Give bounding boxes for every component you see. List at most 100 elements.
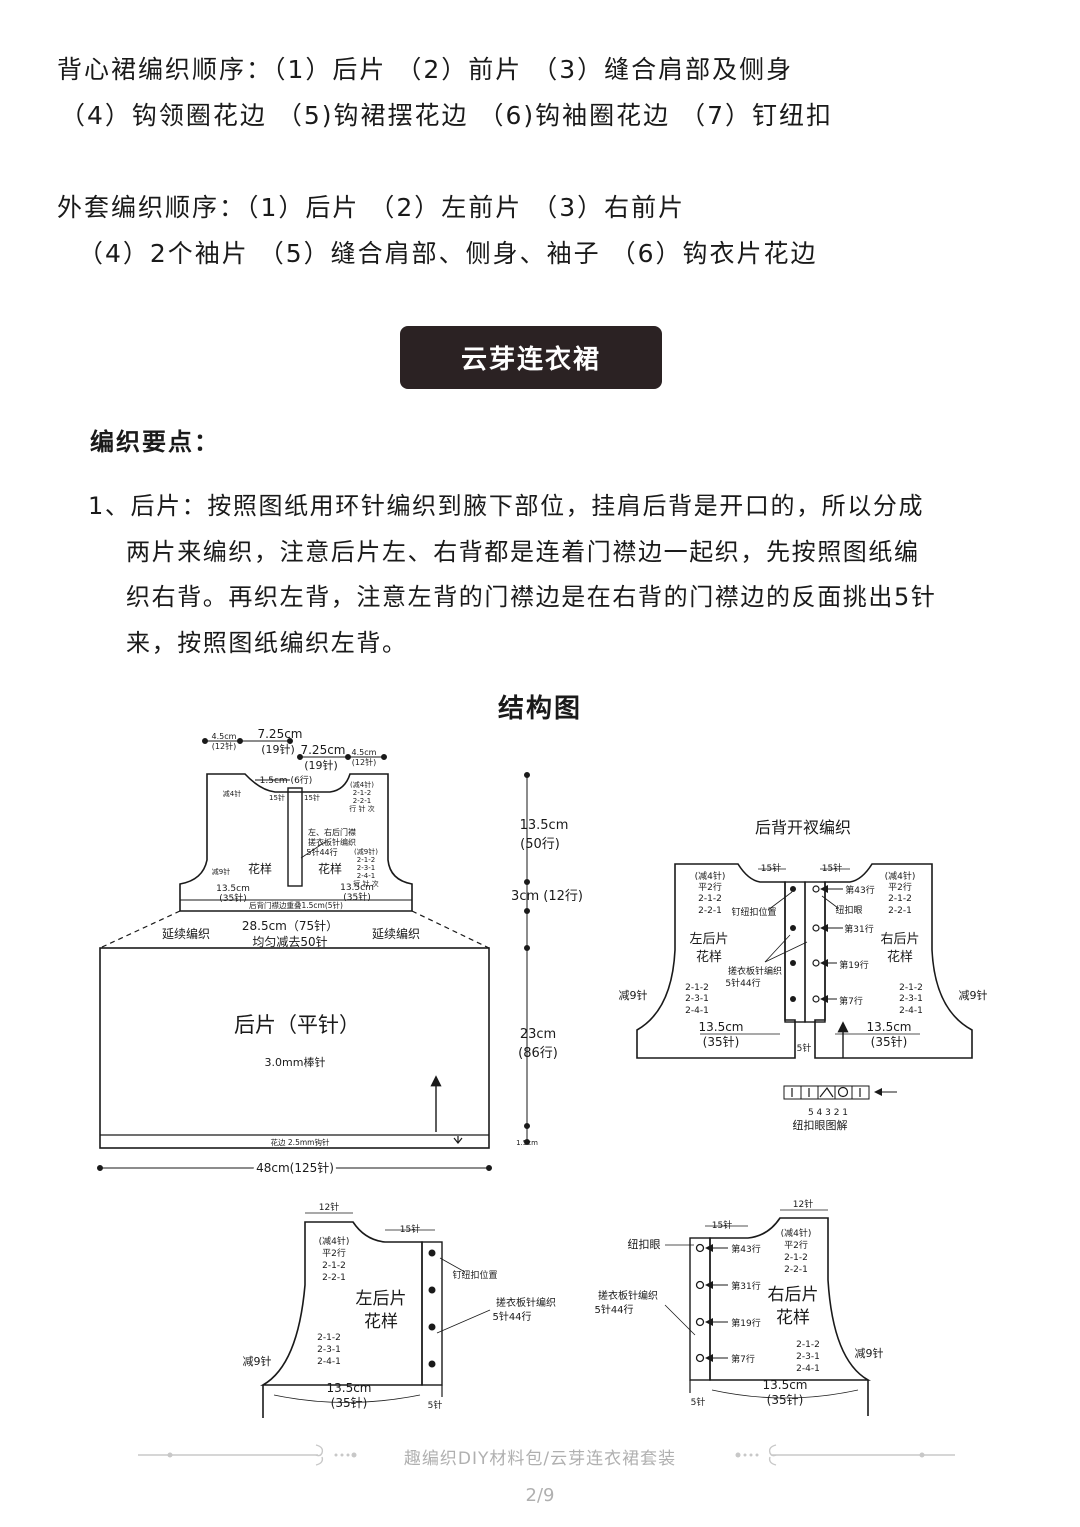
- points-paragraph: 1、后片：按照图纸用环针编织到腋下部位，挂肩后背是开口的，所以分成 两片来编织，…: [88, 484, 1018, 666]
- dec-label: (减4针): [319, 1235, 350, 1247]
- stitch-label: 15针: [400, 1223, 420, 1235]
- piece-name: 左后片: [689, 932, 728, 947]
- dec-label: 减9针: [619, 988, 648, 1002]
- dim-label: 7.25cm: [257, 727, 302, 741]
- dec-label: 行 针 次: [353, 879, 378, 888]
- footer-text: 趣编织DIY材料包/云芽连衣裙套装: [403, 1449, 677, 1469]
- legend-numbers: 5 4 3 2 1: [808, 1108, 848, 1118]
- garter-label: 5针44行: [725, 977, 760, 989]
- dec-label: 2-3-1: [357, 864, 375, 872]
- dec-label: 2-3-1: [317, 1345, 341, 1355]
- dec-label: 2-2-1: [784, 1265, 808, 1275]
- width-label: 28.5cm（75针）: [242, 918, 338, 933]
- dec-label: 2-1-2: [899, 983, 923, 993]
- main-diagram-labels: 4.5cm (12针) 7.25cm (19针) 7.25cm (19针) 4.…: [162, 727, 583, 1178]
- footer-ornament-left: [138, 1444, 357, 1466]
- dec-label: 2-2-1: [353, 797, 371, 805]
- dec-label: 2-1-2: [784, 1253, 808, 1263]
- body-title: 后片（平针）: [234, 1013, 360, 1037]
- dec-label: 2-3-1: [899, 994, 923, 1004]
- garter-label: 搓衣板针编织: [728, 965, 782, 977]
- dec-label: 2-1-2: [317, 1333, 341, 1343]
- dim-label: (12针): [212, 741, 236, 751]
- dec-label: 2-3-1: [685, 994, 709, 1004]
- legend-label: 纽扣眼图解: [793, 1118, 848, 1132]
- dim-label: 7.25cm: [300, 743, 345, 757]
- left-back-labels: 12针 15针 (减4针) 平2行 2-1-2 2-2-1 钉纽扣位置 左后片 …: [243, 1201, 557, 1411]
- row-label: 第31行: [844, 923, 873, 935]
- dim-label: (12针): [352, 757, 376, 767]
- dec-label: 2-2-1: [322, 1273, 346, 1283]
- dim-label: (35针): [343, 891, 370, 903]
- dim-label: 13.5cm: [340, 883, 374, 893]
- dim-label: 13.5cm: [762, 1378, 807, 1392]
- eyelet-label: 纽扣眼: [835, 904, 862, 916]
- overlap-note: 后背门襟边重叠1.5cm(5针): [249, 900, 343, 910]
- dec-label: 减9针: [959, 988, 988, 1002]
- coat-order-line-1: 外套编织顺序：（1）后片 （2）左前片 （3）右前片: [57, 193, 686, 222]
- points-heading: 编织要点：: [90, 428, 220, 456]
- stitch-label: 15针: [712, 1219, 732, 1231]
- piece-name: 花样: [364, 1312, 398, 1332]
- dim-label: (35针): [331, 1395, 368, 1410]
- placket-note: 搓衣板针编织: [308, 837, 356, 847]
- pattern-label: 花样: [318, 861, 342, 876]
- dim-label: (19针): [261, 742, 295, 756]
- width-label: 均匀减去50针: [252, 934, 327, 949]
- row-label: 第19行: [839, 959, 868, 971]
- placket-note: 左、右后门襟: [308, 827, 356, 837]
- dec-label: (减4针): [695, 870, 726, 882]
- stitch-label: 15针: [304, 793, 320, 802]
- dec-label: 2-2-1: [888, 906, 912, 916]
- row-label: 第43行: [731, 1243, 760, 1255]
- point-line: 两片来编织，注意后片左、右背都是连着门襟边一起织，先按照图纸编: [126, 537, 920, 566]
- stitch-label: 5针: [428, 1399, 443, 1411]
- vest-order-line-2: （4）钩领圈花边 （5)钩裙摆花边 （6)钩袖圈花边 （7）钉纽扣: [60, 101, 833, 130]
- vest-order-line-1: 背心裙编织顺序：（1）后片 （2）前片 （3）缝合肩部及侧身: [57, 55, 794, 84]
- back-opening-labels: 后背开衩编织 15针 15针 (减4针) 平2行 2-1-2 2-2-1 (减4…: [619, 818, 988, 1132]
- dec-label: 2-1-2: [888, 894, 912, 904]
- row-label: 第19行: [731, 1317, 760, 1329]
- dec-label: 减9针: [212, 867, 230, 876]
- stitch-label: 5针: [797, 1042, 812, 1054]
- row-label: 第43行: [845, 884, 874, 896]
- piece-name: 花样: [887, 949, 913, 965]
- dec-label: 2-4-1: [796, 1364, 820, 1374]
- dec-label: 平2行: [888, 881, 912, 893]
- diagram-title: 后背开衩编织: [755, 818, 851, 837]
- dec-label: 2-1-2: [796, 1340, 820, 1350]
- dec-label: 减9针: [243, 1354, 272, 1368]
- right-back-diagram: [664, 1209, 872, 1416]
- dec-label: (减4针): [350, 780, 374, 789]
- dim-label: 13.5cm: [698, 1020, 743, 1034]
- button-pos-label: 钉纽扣位置: [731, 906, 776, 918]
- garter-label: 搓衣板针编织: [598, 1289, 658, 1302]
- bottom-width: 48cm(125针): [256, 1160, 334, 1175]
- eyelet-label: 纽扣眼: [628, 1237, 661, 1251]
- dec-label: 平2行: [784, 1239, 808, 1251]
- dim-label: 13.5cm: [326, 1381, 371, 1395]
- needle-label: 3.0mm棒针: [265, 1055, 326, 1069]
- continue-label: 延续编织: [372, 926, 420, 941]
- back-opening-diagram: [636, 863, 973, 1100]
- piece-name: 左后片: [356, 1289, 407, 1309]
- pattern-label: 花样: [248, 861, 272, 876]
- dim-label: (35针): [871, 1034, 908, 1049]
- height-label: 13.5cm: [520, 818, 569, 833]
- stitch-label: 12针: [319, 1201, 339, 1213]
- dec-label: 2-1-2: [685, 983, 709, 993]
- height-label: (50行): [520, 837, 560, 852]
- piece-name: 右后片: [880, 932, 919, 947]
- row-label: 第7行: [731, 1353, 755, 1365]
- section-banner: 云芽连衣裙: [400, 326, 662, 389]
- garter-label: 搓衣板针编织: [496, 1296, 556, 1309]
- row-label: 第31行: [731, 1280, 760, 1292]
- stitch-label: 12针: [793, 1198, 813, 1210]
- right-back-labels: 12针 15针 (减4针) 平2行 2-1-2 2-2-1 纽扣眼 第43行 第…: [594, 1198, 883, 1408]
- dim-label: 4.5cm: [212, 732, 237, 741]
- button-pos-label: 钉纽扣位置: [452, 1269, 497, 1281]
- dim-label: 13.5cm: [216, 884, 250, 894]
- continue-label: 延续编织: [162, 926, 210, 941]
- dec-label: 平2行: [322, 1247, 346, 1259]
